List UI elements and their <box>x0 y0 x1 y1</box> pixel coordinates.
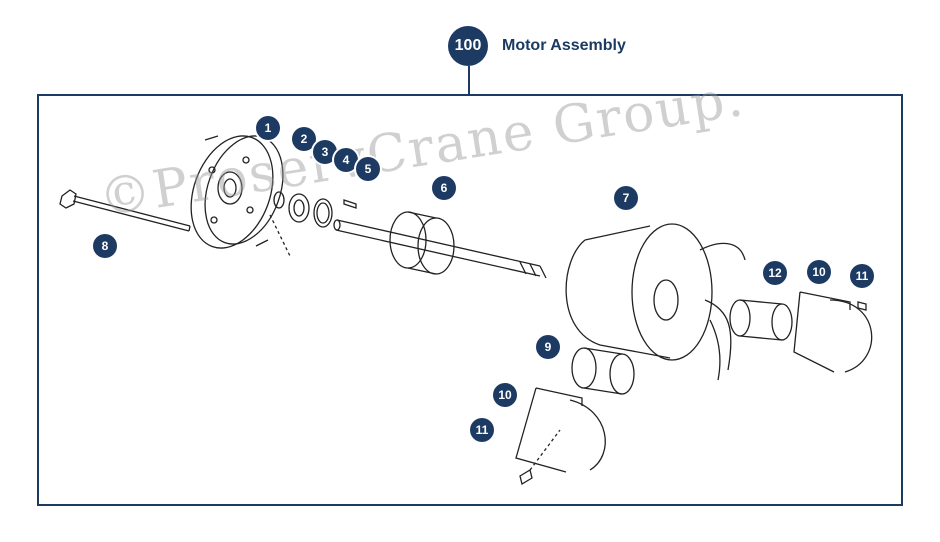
callout-11-right: 11 <box>850 264 874 288</box>
assembly-number-badge: 100 <box>448 26 488 66</box>
callout-5: 5 <box>356 157 380 181</box>
part-switch-12 <box>729 299 793 341</box>
part-key-5 <box>343 199 357 209</box>
callout-9: 9 <box>536 335 560 359</box>
callout-1: 1 <box>256 116 280 140</box>
assembly-title-text: Motor Assembly <box>502 37 626 54</box>
callout-8: 8 <box>93 234 117 258</box>
part-washer-2 <box>273 191 285 209</box>
part-retaining-ring-4 <box>313 198 333 228</box>
callout-10-lower: 10 <box>493 383 517 407</box>
part-cover-right-10 <box>793 291 873 373</box>
callout-3: 3 <box>313 140 337 164</box>
part-capacitor-9 <box>571 347 635 395</box>
callout-10-right: 10 <box>807 260 831 284</box>
callout-4: 4 <box>334 148 358 172</box>
diagram-frame <box>37 94 903 506</box>
callout-7: 7 <box>614 186 638 210</box>
part-shaft <box>333 219 547 279</box>
part-bolt <box>59 189 191 232</box>
part-screw-right-11 <box>857 301 867 311</box>
part-cover-lower-10 <box>515 387 606 473</box>
title-connector-line <box>468 66 470 95</box>
part-bearing-3 <box>288 193 310 223</box>
callout-11-lower: 11 <box>470 418 494 442</box>
callout-2: 2 <box>292 127 316 151</box>
part-screw-lower-11 <box>519 429 561 486</box>
part-stator-7 <box>565 223 746 381</box>
part-rotor-6 <box>389 211 455 275</box>
assembly-title: 100 Motor Assembly <box>448 26 626 66</box>
callout-6: 6 <box>432 176 456 200</box>
callout-12: 12 <box>763 261 787 285</box>
